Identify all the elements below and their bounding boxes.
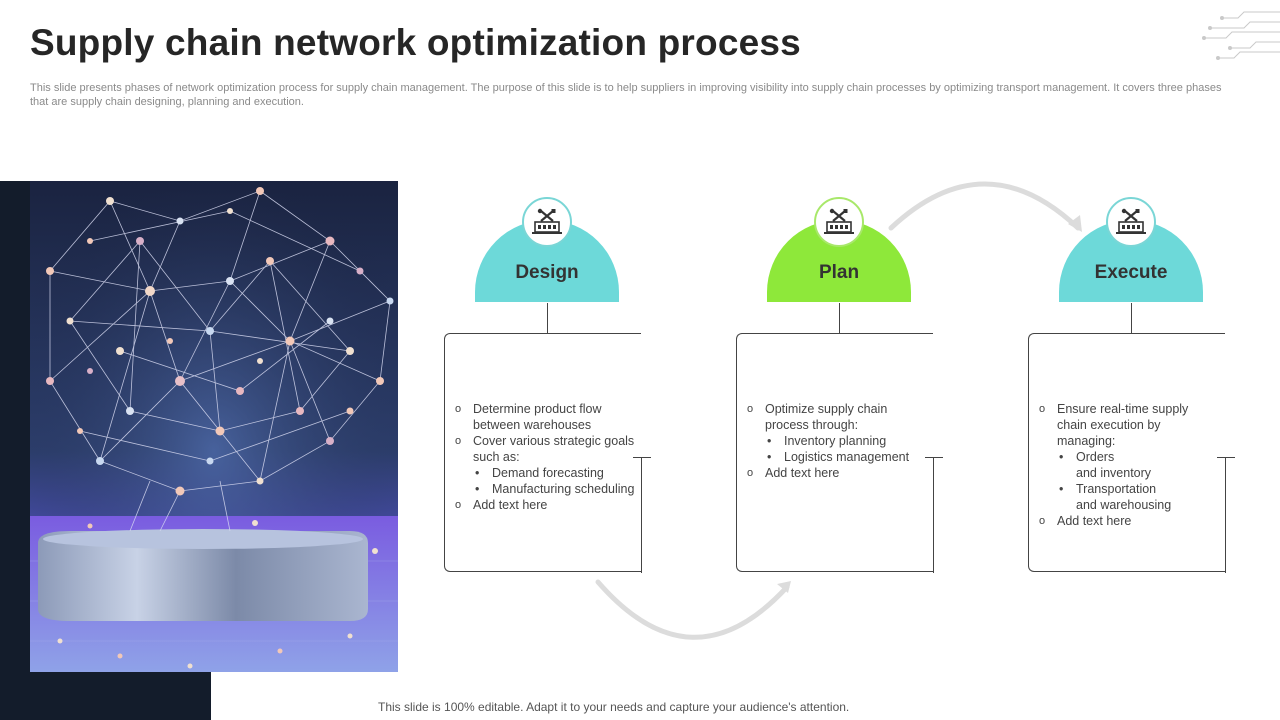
network-sphere-image bbox=[30, 181, 398, 672]
phase-plan-card-edge bbox=[933, 457, 934, 573]
list-item: Ensure real-time supply chain execution … bbox=[1039, 401, 1209, 449]
list-item: Add text here bbox=[1039, 513, 1209, 529]
list-item: and warehousing bbox=[1076, 498, 1172, 512]
list-item: Add text here bbox=[747, 465, 927, 481]
slide-description: This slide presents phases of network op… bbox=[30, 82, 1222, 108]
list-item: Logistics management bbox=[747, 449, 927, 465]
list-item: Determine product flow between warehouse… bbox=[455, 401, 635, 433]
tools-laptop-icon bbox=[1106, 197, 1156, 247]
list-item: Optimize supply chain process through: bbox=[747, 401, 927, 433]
phase-plan-card-tick bbox=[925, 457, 943, 458]
phase-design-card-tick bbox=[633, 457, 651, 458]
phase-execute-connector bbox=[1131, 303, 1132, 333]
phase-design-connector bbox=[547, 303, 548, 333]
list-item: Orders bbox=[1039, 449, 1209, 465]
list-item: Inventory planning bbox=[747, 433, 927, 449]
phase-plan-label: Plan bbox=[818, 262, 860, 283]
phase-plan-card bbox=[736, 333, 933, 572]
phase-plan-text: Optimize supply chain process through: I… bbox=[747, 401, 927, 481]
list-item: and inventory bbox=[1076, 466, 1152, 480]
phase-plan-connector bbox=[839, 303, 840, 333]
slide-title: Supply chain network optimization proces… bbox=[30, 22, 801, 63]
list-item: Manufacturing scheduling bbox=[455, 481, 635, 497]
tools-laptop-icon bbox=[522, 197, 572, 247]
circuit-decoration bbox=[1202, 11, 1280, 60]
phase-execute-label: Execute bbox=[1094, 262, 1168, 283]
phase-execute-card-edge bbox=[1225, 457, 1226, 573]
list-item: Transportation bbox=[1039, 481, 1209, 497]
phase-execute-text: Ensure real-time supply chain execution … bbox=[1039, 401, 1209, 529]
phase-execute-card-tick bbox=[1217, 457, 1235, 458]
list-item: Demand forecasting bbox=[455, 465, 635, 481]
list-item: Add text here bbox=[455, 497, 635, 513]
phase-design-text: Determine product flow between warehouse… bbox=[455, 401, 635, 513]
phase-execute-card bbox=[1028, 333, 1225, 572]
footer-note: This slide is 100% editable. Adapt it to… bbox=[378, 700, 850, 714]
list-item: Cover various strategic goals such as: bbox=[455, 433, 635, 465]
phase-design-card-edge bbox=[641, 457, 642, 573]
phase-design-label: Design bbox=[515, 262, 579, 283]
tools-laptop-icon bbox=[814, 197, 864, 247]
phase-design-card bbox=[444, 333, 641, 572]
